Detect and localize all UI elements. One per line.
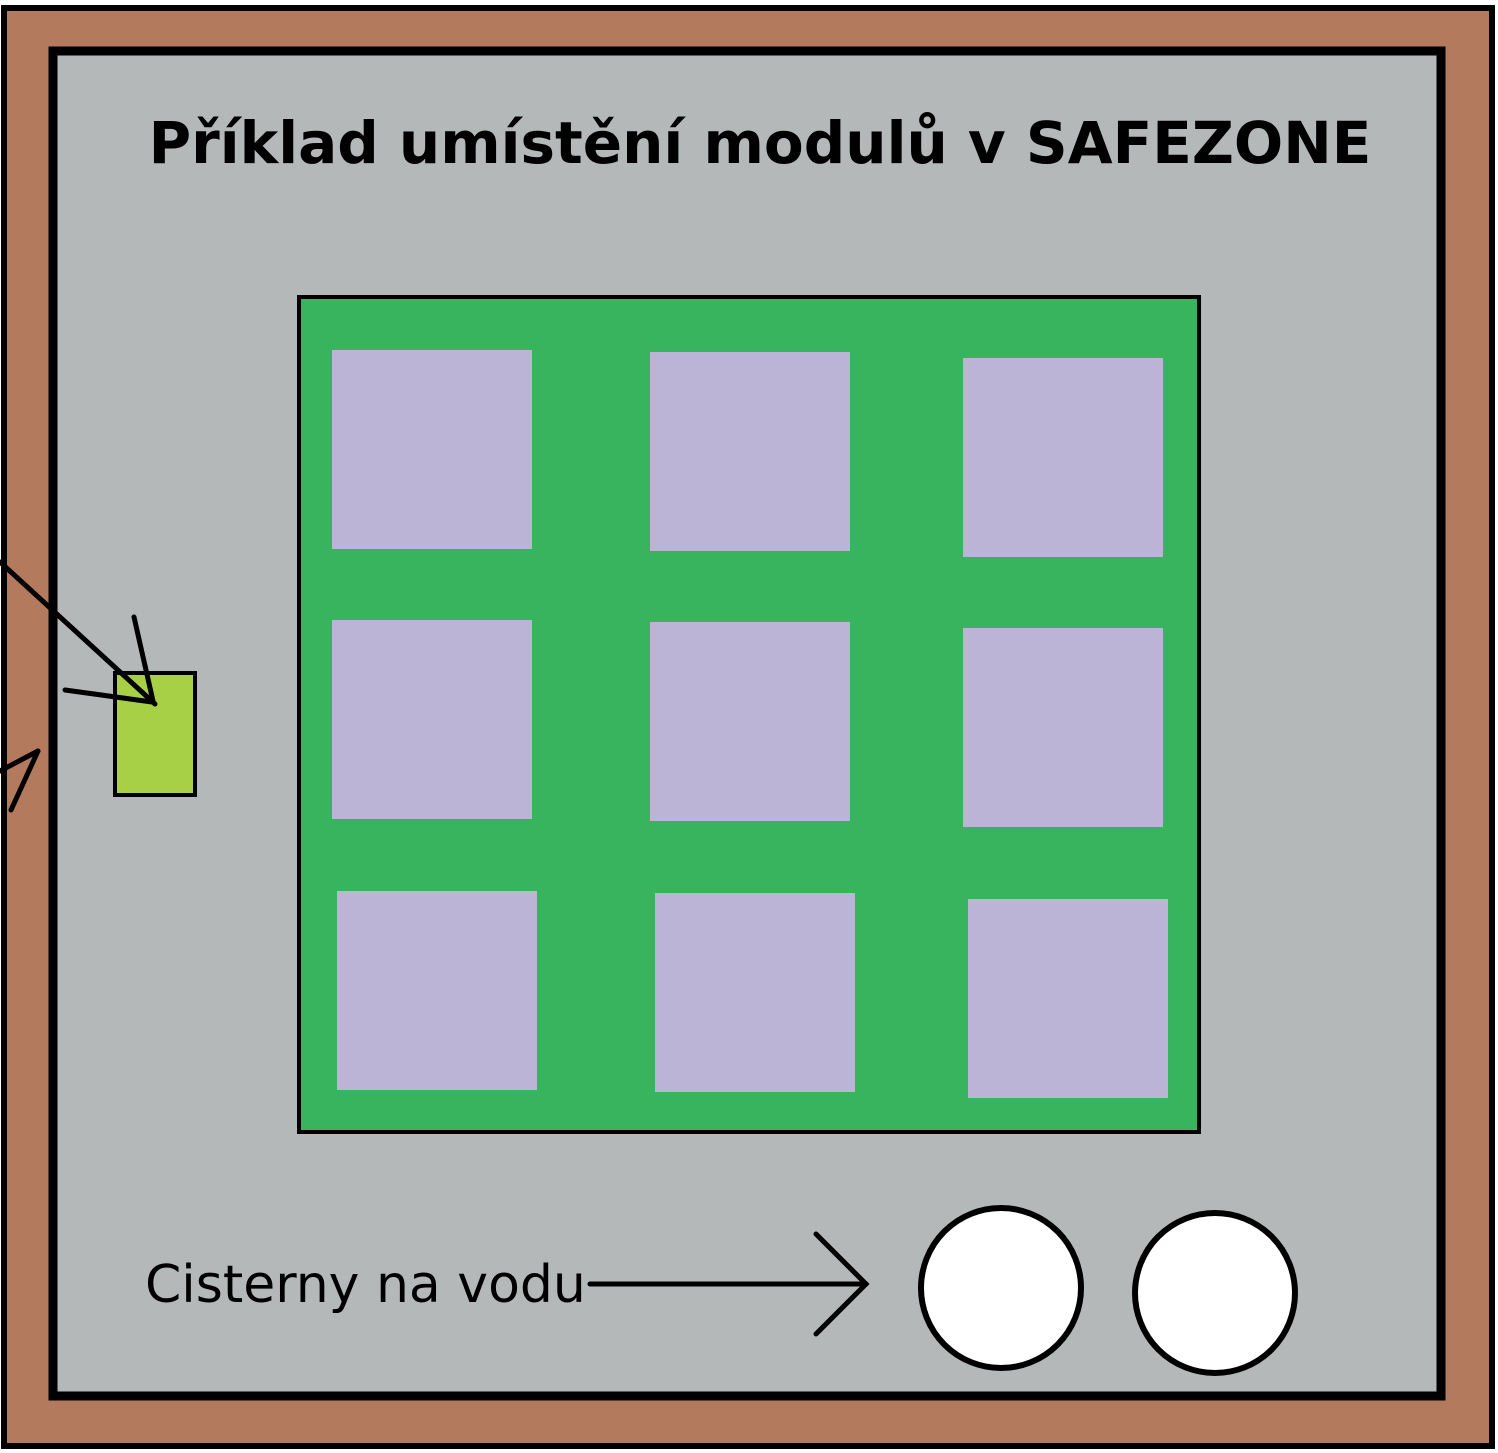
cistern bbox=[1132, 1210, 1298, 1376]
module bbox=[650, 352, 850, 551]
module-grid bbox=[332, 350, 1168, 1098]
module bbox=[963, 358, 1163, 557]
module bbox=[332, 620, 532, 819]
cisterns bbox=[918, 1205, 1298, 1376]
module bbox=[963, 628, 1163, 827]
small-unit bbox=[113, 671, 197, 797]
module bbox=[650, 622, 850, 821]
module bbox=[655, 893, 855, 1092]
page-title: Příklad umístění modulů v SAFEZONE bbox=[149, 109, 1372, 177]
module bbox=[968, 899, 1168, 1098]
module bbox=[337, 891, 537, 1090]
arrow-partial-left bbox=[0, 748, 41, 813]
arrow-to-unit bbox=[0, 559, 158, 707]
cisterns-label: Cisterny na vodu bbox=[145, 1255, 586, 1315]
cistern bbox=[918, 1205, 1084, 1371]
module bbox=[332, 350, 532, 549]
arrow-to-cisterns bbox=[587, 1231, 870, 1337]
